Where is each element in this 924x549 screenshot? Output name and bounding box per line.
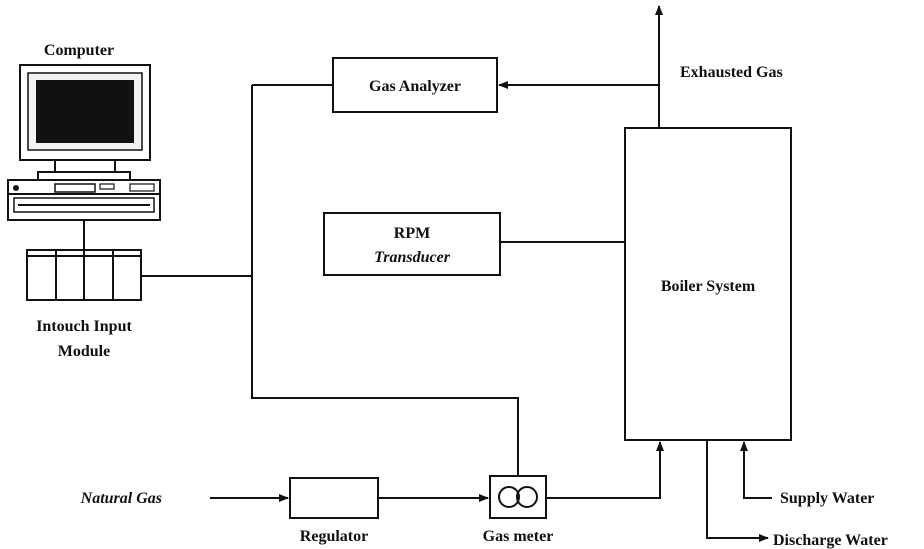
rpm-transducer-label-line1: RPM xyxy=(394,225,430,242)
exhausted-gas-label: Exhausted Gas xyxy=(680,64,783,81)
supply-water-label: Supply Water xyxy=(780,490,874,507)
gas-meter-to-boiler-arrow xyxy=(546,441,664,499)
computer-label: Computer xyxy=(44,42,114,59)
supply-water-arrow xyxy=(740,441,772,499)
intouch-input-module-label-line2: Module xyxy=(58,343,110,360)
rpm-transducer-box xyxy=(323,212,501,276)
discharge-water-label: Discharge Water xyxy=(773,532,888,549)
main-signal-bus xyxy=(251,85,519,475)
gas-meter-icon xyxy=(489,475,547,519)
regulator-box xyxy=(289,477,379,519)
intouch-input-module-label-line1: Intouch Input xyxy=(36,318,132,335)
gas-analyzer-label: Gas Analyzer xyxy=(369,78,461,95)
intouch-input-module-icon xyxy=(26,249,142,301)
discharge-water-arrow xyxy=(706,440,769,542)
rpm-transducer-label-line2: Transducer xyxy=(374,249,451,266)
boiler-system-label: Boiler System xyxy=(661,278,756,295)
regulator-label: Regulator xyxy=(300,528,368,545)
gas-analyzer-box xyxy=(332,57,498,113)
computer-icon xyxy=(7,64,161,221)
natural-gas-label: Natural Gas xyxy=(80,490,162,507)
gas-meter-label: Gas meter xyxy=(483,528,554,545)
